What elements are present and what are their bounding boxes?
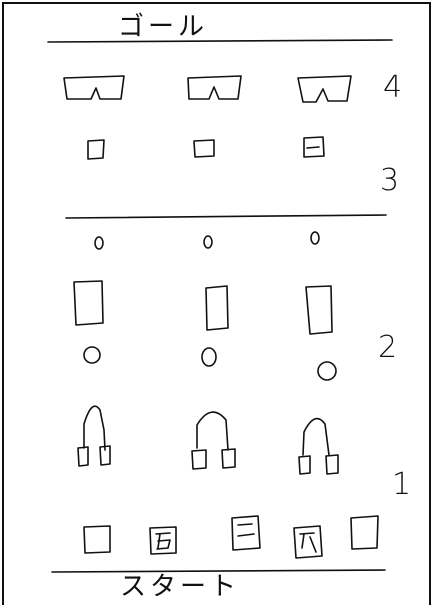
arch-foot (78, 447, 88, 466)
tall-rect-row (74, 281, 332, 334)
box-shape (232, 516, 260, 550)
circle-shape (204, 236, 212, 248)
box-shape (351, 516, 378, 549)
goal-shape-row (64, 76, 351, 102)
arch-foot (326, 455, 338, 474)
arch-foot (222, 449, 235, 468)
tall-rect-shape (306, 286, 332, 334)
circle-shape (311, 232, 319, 244)
box-detail (156, 533, 170, 549)
medium-circle-row (84, 347, 336, 380)
tall-rect-shape (206, 286, 228, 330)
box-shape (84, 526, 110, 553)
tall-rect-shape (74, 281, 103, 325)
circle-shape (95, 237, 103, 249)
start-line (52, 570, 385, 572)
divider-line (66, 215, 386, 218)
goal-shape (298, 76, 351, 102)
circle-shape (202, 348, 216, 366)
square-shape (194, 140, 214, 157)
circle-shape (318, 362, 336, 380)
goal-line (48, 40, 392, 42)
arch-shape (197, 412, 228, 450)
box-shape (294, 526, 322, 558)
square-detail (307, 147, 319, 148)
arch-row (78, 406, 338, 474)
arch-foot (299, 456, 310, 474)
box-detail (300, 533, 316, 552)
circle-shape (84, 347, 100, 363)
box-detail (238, 524, 254, 536)
goal-shape (64, 76, 124, 99)
small-circle-row (95, 232, 319, 249)
start-box-row (84, 516, 378, 558)
goal-shape (188, 76, 241, 99)
arch-shape (303, 419, 329, 455)
small-square-row (88, 137, 324, 159)
arch-foot (192, 450, 206, 469)
arch-shape (84, 406, 105, 450)
square-shape (88, 140, 104, 159)
